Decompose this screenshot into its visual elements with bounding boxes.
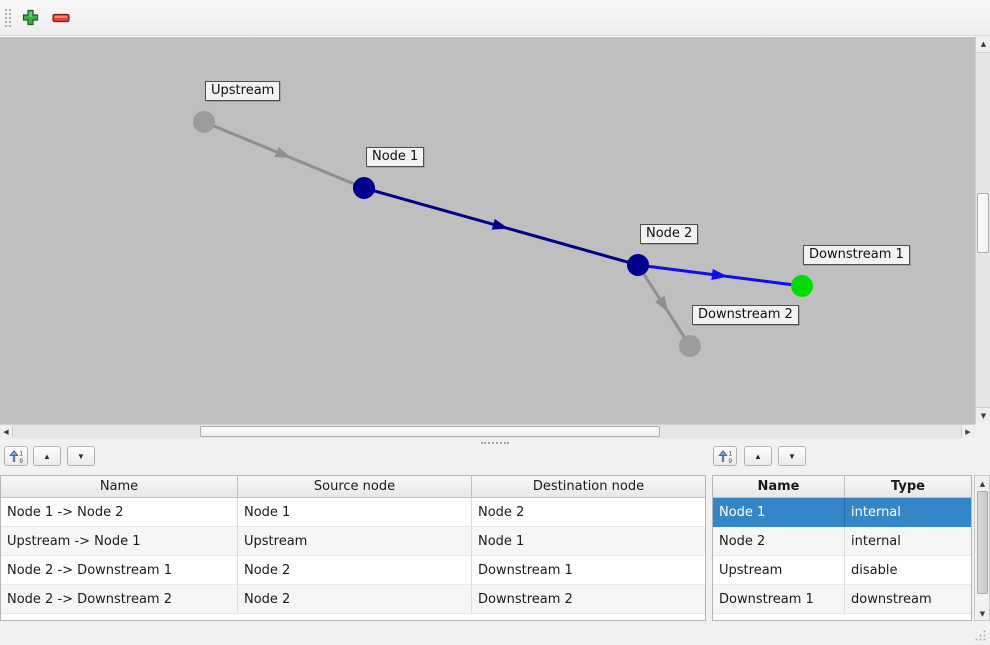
column-header[interactable]: Type bbox=[845, 476, 971, 498]
svg-text:9: 9 bbox=[19, 459, 23, 464]
nodes-move-up-button[interactable]: ▲ bbox=[744, 446, 772, 466]
table-cell[interactable]: Upstream bbox=[238, 527, 472, 556]
table-cell[interactable]: Upstream -> Node 1 bbox=[1, 527, 238, 556]
table-cell[interactable]: Downstream 2 bbox=[472, 585, 705, 614]
up-arrow-icon: ▲ bbox=[43, 451, 51, 461]
scroll-down-button[interactable]: ▼ bbox=[976, 407, 990, 424]
graph-node-label[interactable]: Node 1 bbox=[366, 147, 425, 167]
table-cell[interactable]: Node 2 bbox=[472, 498, 705, 527]
splitter-grip-icon bbox=[481, 442, 509, 444]
pane-splitter[interactable] bbox=[0, 438, 990, 447]
graph-node[interactable] bbox=[679, 335, 701, 357]
main-toolbar bbox=[0, 0, 990, 36]
column-header[interactable]: Name bbox=[713, 476, 845, 498]
graph-node-label[interactable]: Downstream 1 bbox=[803, 245, 910, 265]
scroll-down-button[interactable]: ▼ bbox=[976, 607, 989, 620]
horizontal-scrollbar-thumb[interactable] bbox=[200, 426, 660, 437]
graph-node[interactable] bbox=[193, 111, 215, 133]
table-cell[interactable]: Node 2 bbox=[238, 556, 472, 585]
graph-svg bbox=[193, 111, 813, 357]
scroll-up-button[interactable]: ▲ bbox=[976, 477, 989, 490]
column-header[interactable]: Name bbox=[1, 476, 238, 498]
graph-node[interactable] bbox=[791, 275, 813, 297]
sort-ascending-icon: 1 9 bbox=[8, 449, 23, 464]
graph-node-label[interactable]: Upstream bbox=[205, 81, 281, 101]
table-cell[interactable]: Node 2 -> Downstream 2 bbox=[1, 585, 238, 614]
table-cell[interactable]: Node 1 bbox=[472, 527, 705, 556]
toolbar-drag-handle[interactable] bbox=[4, 8, 12, 29]
up-arrow-icon: ▲ bbox=[754, 451, 762, 461]
edge-arrow-icon bbox=[491, 219, 509, 230]
scroll-left-button[interactable]: ◀ bbox=[0, 425, 13, 439]
scrollbar-corner bbox=[975, 424, 990, 438]
graph-node[interactable] bbox=[627, 254, 649, 276]
edges-sort-button[interactable]: 1 9 bbox=[4, 446, 28, 466]
scroll-right-button[interactable]: ▶ bbox=[961, 425, 974, 439]
table-cell[interactable]: Node 1 bbox=[238, 498, 472, 527]
edges-move-up-button[interactable]: ▲ bbox=[33, 446, 61, 466]
edges-move-down-button[interactable]: ▼ bbox=[67, 446, 95, 466]
minus-icon bbox=[52, 11, 70, 26]
svg-text:1: 1 bbox=[728, 451, 732, 457]
edge-arrow-icon bbox=[274, 146, 292, 159]
graph-node[interactable] bbox=[353, 177, 375, 199]
sort-ascending-icon: 1 9 bbox=[717, 449, 732, 464]
graph-node-label[interactable]: Downstream 2 bbox=[692, 305, 799, 325]
svg-text:9: 9 bbox=[728, 459, 732, 464]
nodes-move-down-button[interactable]: ▼ bbox=[778, 446, 806, 466]
table-cell[interactable]: downstream bbox=[845, 585, 971, 614]
table-cell[interactable]: Node 2 -> Downstream 1 bbox=[1, 556, 238, 585]
table-cell[interactable]: Downstream 1 bbox=[472, 556, 705, 585]
table-cell[interactable]: Node 2 bbox=[713, 527, 845, 556]
vertical-scrollbar-thumb[interactable] bbox=[977, 193, 989, 253]
remove-node-button[interactable] bbox=[50, 8, 72, 29]
svg-text:1: 1 bbox=[19, 451, 23, 457]
down-arrow-icon: ▼ bbox=[788, 451, 796, 461]
table-cell[interactable]: Node 1 bbox=[713, 498, 845, 527]
plus-icon bbox=[22, 9, 39, 29]
nodes-scrollbar-thumb[interactable] bbox=[977, 491, 988, 594]
scroll-up-button[interactable]: ▲ bbox=[976, 36, 990, 53]
resize-grip-icon[interactable] bbox=[974, 629, 987, 642]
table-cell[interactable]: internal bbox=[845, 498, 971, 527]
table-cell[interactable]: Node 2 bbox=[238, 585, 472, 614]
canvas-vertical-scrollbar[interactable]: ▲ ▼ bbox=[975, 36, 990, 424]
table-cell[interactable]: Node 1 -> Node 2 bbox=[1, 498, 238, 527]
edge-arrow-icon bbox=[655, 295, 669, 313]
edge-arrow-icon bbox=[711, 269, 728, 280]
nodes-table-scrollbar[interactable]: ▲ ▼ bbox=[974, 475, 990, 621]
column-header[interactable]: Destination node bbox=[472, 476, 705, 498]
column-header[interactable]: Source node bbox=[238, 476, 472, 498]
graph-node-label[interactable]: Node 2 bbox=[640, 224, 699, 244]
table-cell[interactable]: Upstream bbox=[713, 556, 845, 585]
table-cell[interactable]: internal bbox=[845, 527, 971, 556]
table-cell[interactable]: Downstream 1 bbox=[713, 585, 845, 614]
nodes-sort-button[interactable]: 1 9 bbox=[713, 446, 737, 466]
down-arrow-icon: ▼ bbox=[77, 451, 85, 461]
table-cell[interactable]: disable bbox=[845, 556, 971, 585]
canvas-horizontal-scrollbar[interactable]: ◀ ▶ bbox=[0, 424, 975, 439]
add-node-button[interactable] bbox=[19, 8, 41, 29]
